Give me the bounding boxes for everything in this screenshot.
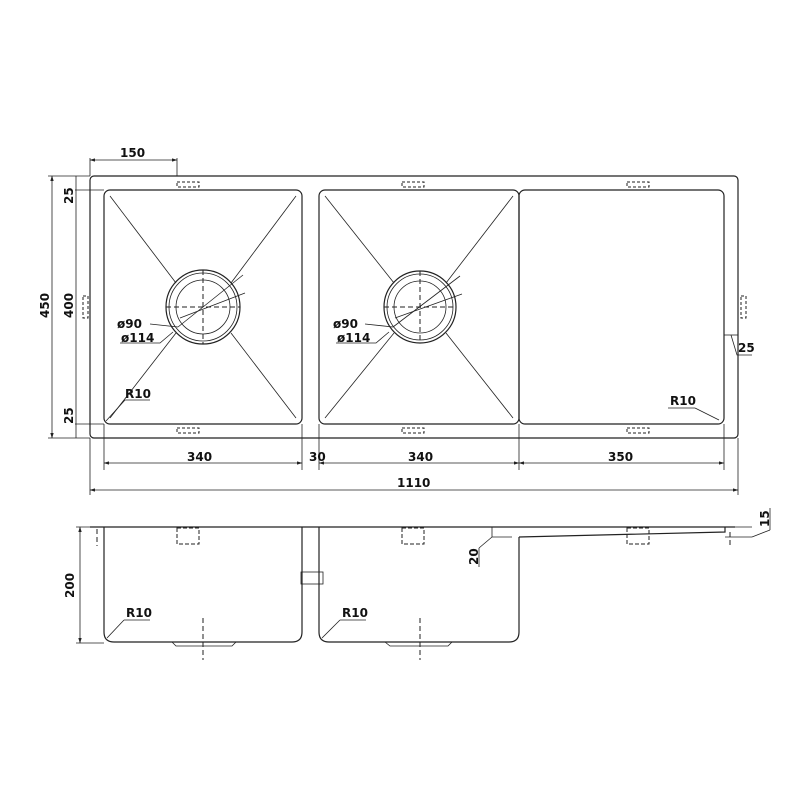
dim-bowl1-width: 340 [187,450,212,464]
dim-overall-depth: 450 [38,293,52,318]
dim-top-rim: 25 [62,187,76,204]
label-waste-outer-2: ø114 [337,331,370,345]
dim-bowl2-width: 340 [408,450,433,464]
dim-right-rim: 25 [738,341,755,355]
dim-bowl-depth: 400 [62,293,76,318]
label-radius-section-bowl1: R10 [126,606,152,620]
label-radius-bowl1: R10 [125,387,151,401]
drainer [518,189,752,425]
sink-outline [89,175,739,439]
bowl-2-section [318,527,520,643]
label-waste-outer-1: ø114 [121,331,154,345]
dim-bowl-height: 200 [63,573,77,598]
dim-flange-thickness: 15 [758,510,772,527]
label-waste-inner-2: ø90 [333,317,358,331]
dim-offset-top: 150 [120,146,145,160]
dim-bottom-rim: 25 [62,407,76,424]
mounting-clips [82,181,747,434]
dim-drainer-step: 20 [467,548,481,565]
dim-overall-width: 1110 [397,476,430,490]
section-view: 200 20 15 R10 R10 [63,508,772,660]
plan-view: 150 450 400 25 25 25 340 30 340 350 1110… [38,146,755,495]
bowl-1 [103,189,303,425]
label-waste-inner-1: ø90 [117,317,142,331]
dim-drainer-width: 350 [608,450,633,464]
label-radius-section-bowl2: R10 [342,606,368,620]
dim-divider-width: 30 [309,450,326,464]
bowl-2 [318,189,520,425]
bowl-1-section [103,527,303,643]
label-radius-drainer: R10 [670,394,696,408]
plan-dimensions [48,158,739,495]
